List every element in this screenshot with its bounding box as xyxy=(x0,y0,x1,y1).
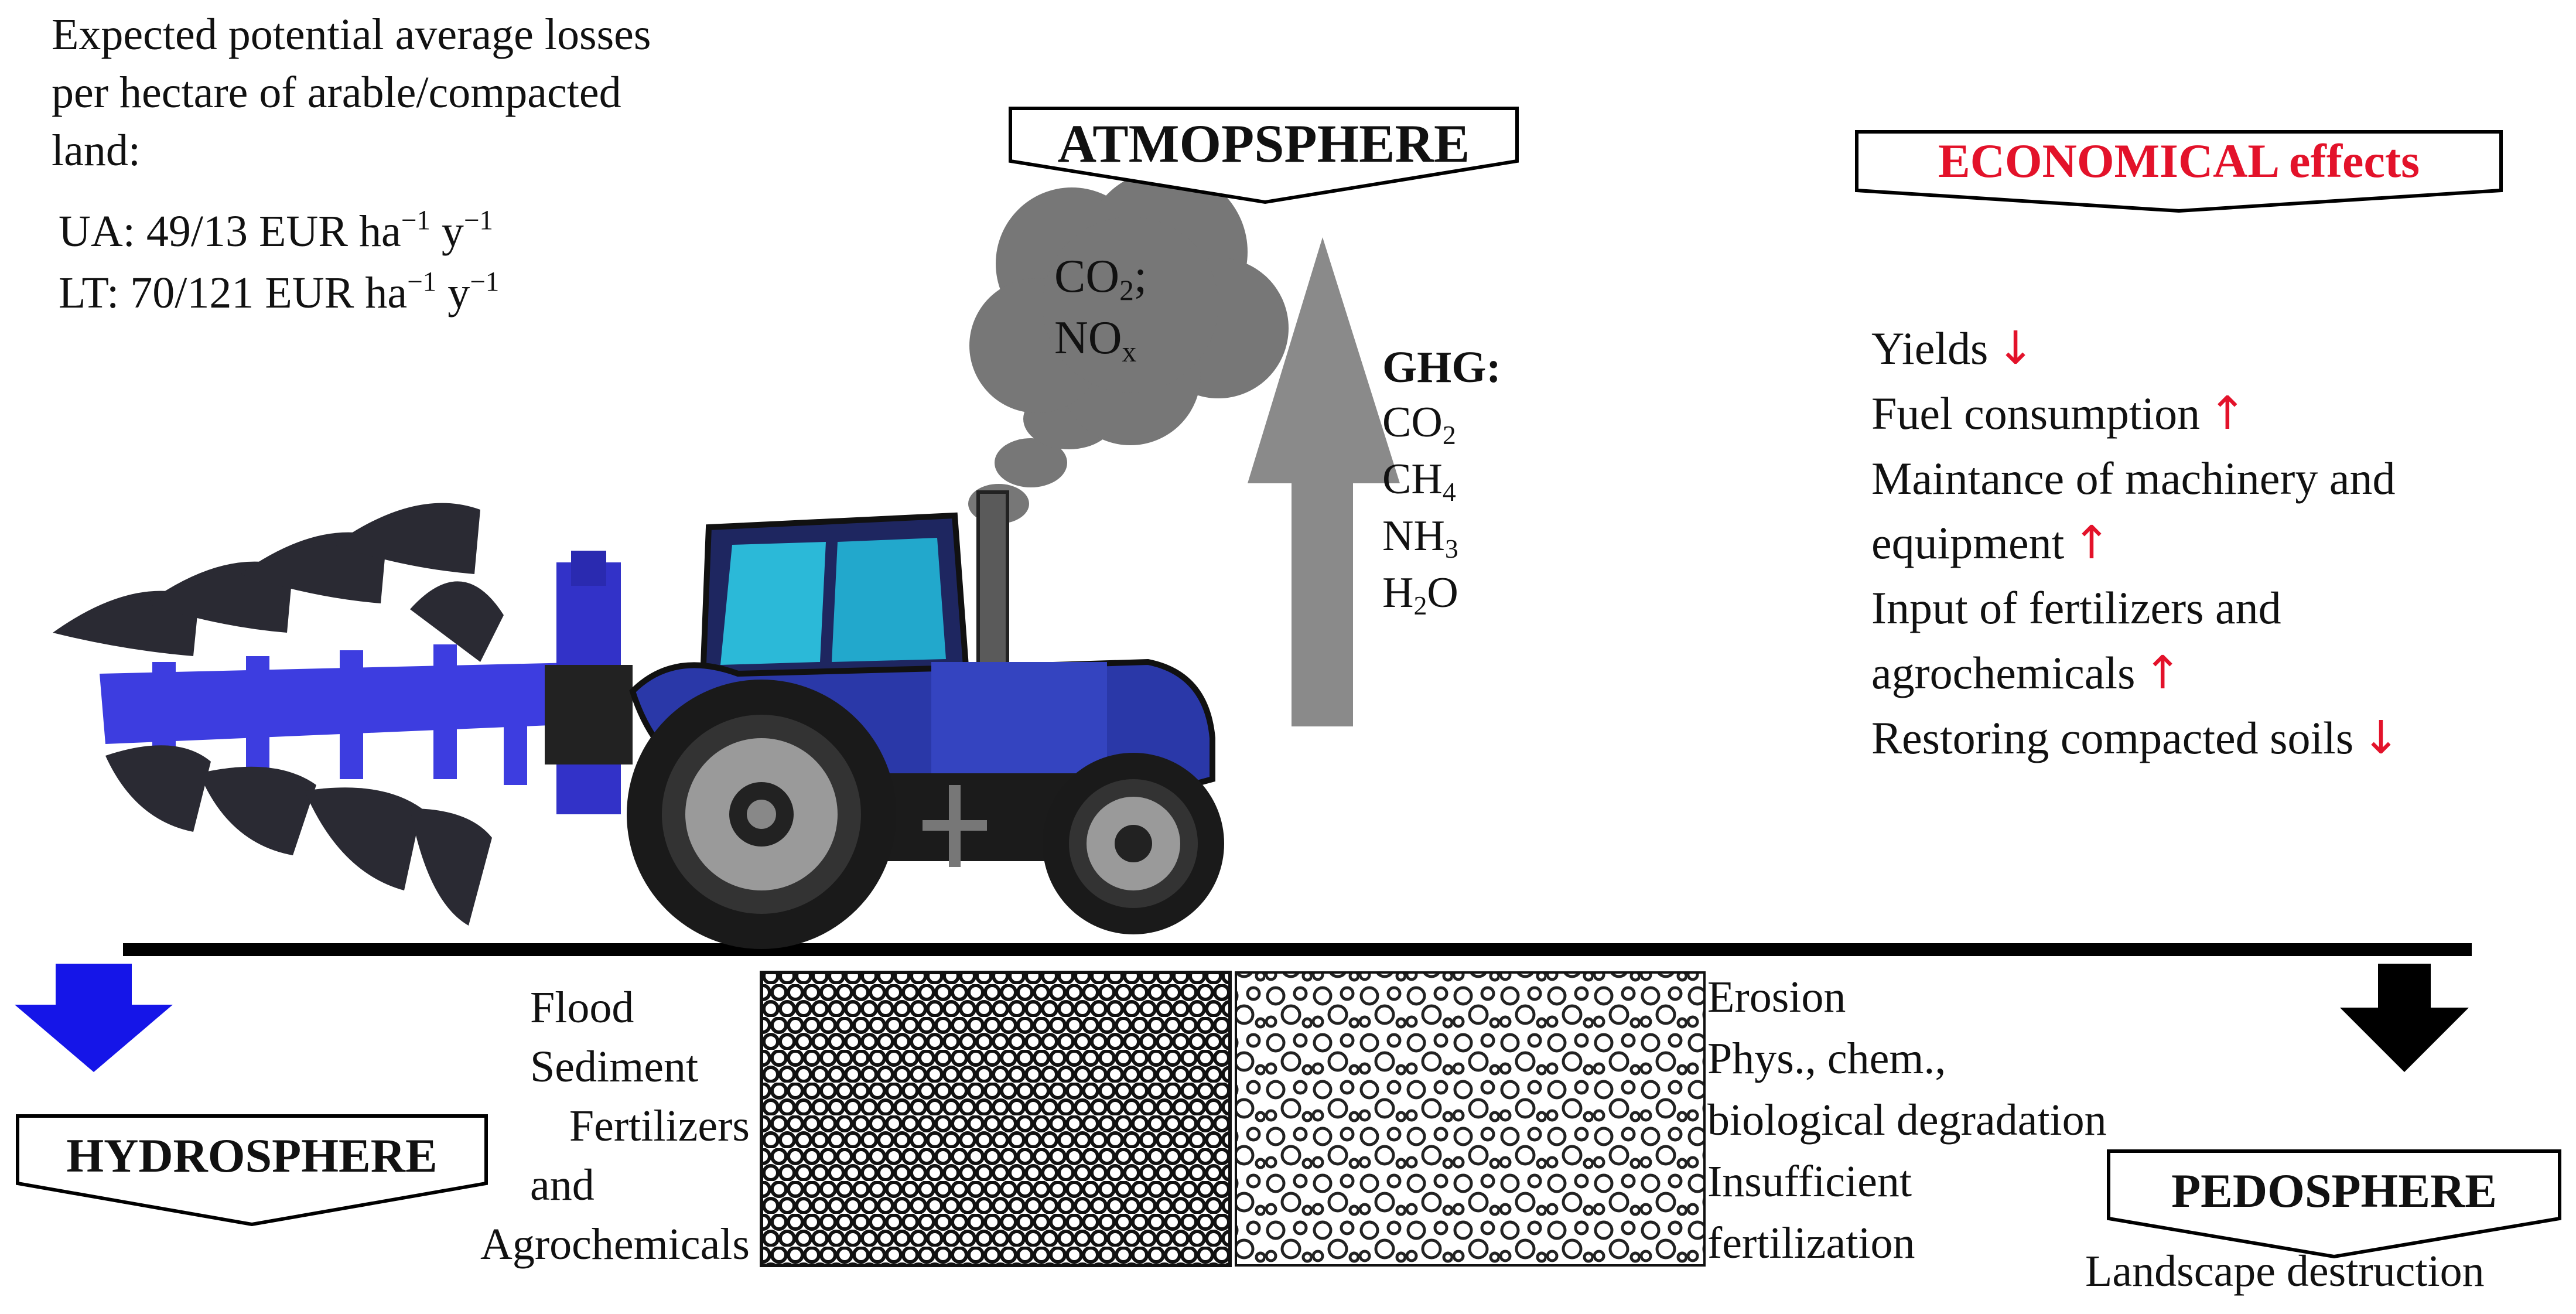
landscape-destruction-text: Landscape destruction xyxy=(2085,1247,2485,1296)
losses-heading: Expected potential average losses per he… xyxy=(52,6,651,179)
increase-arrow-icon: ↑ xyxy=(2072,517,2111,570)
hydrosphere-item: Agrochemicals xyxy=(480,1220,750,1269)
economical-effect-text: equipment xyxy=(1871,517,2065,569)
economical-effect-text: Yields xyxy=(1871,323,1989,374)
ghg-gas-item: NH3 xyxy=(1382,509,1501,566)
ghg-gas-tail: O xyxy=(1427,569,1458,617)
increase-arrow-icon: ↑ xyxy=(2208,387,2247,440)
decrease-arrow-icon: ↓ xyxy=(1996,322,2035,375)
economical-effect-item: Maintance of machinery and equipment↑ xyxy=(1871,446,2400,576)
cloud-co2-text: CO2; xyxy=(1054,246,1147,309)
economical-effect-text: Restoring compacted soils xyxy=(1871,712,2354,763)
pedosphere-item: Erosion xyxy=(1707,972,1846,1022)
ghg-gas-sub: 3 xyxy=(1444,534,1458,564)
economical-effect-text: Fuel consumption xyxy=(1871,387,2201,439)
economical-effects-list: Yields↓Fuel consumption↑Maintance of mac… xyxy=(1871,316,2400,770)
ghg-gas-item: H2O xyxy=(1382,566,1501,623)
pedosphere-item: fertilization xyxy=(1707,1218,1915,1268)
losses-unit: y xyxy=(436,268,470,318)
losses-exponent: −1 xyxy=(407,267,437,298)
ghg-gas-base: CH xyxy=(1382,455,1443,504)
ghg-title: GHG: xyxy=(1382,343,1501,392)
losses-lt-text: LT: 70/121 EUR ha xyxy=(59,268,408,318)
soil-compacted-block xyxy=(760,971,1232,1267)
ghg-gas-base: H xyxy=(1382,569,1414,617)
pedosphere-item: Phys., chem., xyxy=(1707,1033,1946,1083)
economical-effect-line: Input of fertilizers and xyxy=(1871,576,2400,641)
ghg-arrow-icon xyxy=(1248,237,1400,726)
losses-exponent: −1 xyxy=(401,205,431,236)
economical-effect-line: Restoring compacted soils↓ xyxy=(1871,706,2400,771)
losses-exponent: −1 xyxy=(470,267,500,298)
economical-effect-text: Input of fertilizers and xyxy=(1871,582,2281,633)
ghg-gas-base: CO xyxy=(1382,398,1443,446)
cloud-nox-sub: x xyxy=(1122,335,1137,368)
hydrosphere-label: HYDROSPHERE xyxy=(66,1128,438,1182)
soil-loose-block xyxy=(1235,971,1706,1267)
ghg-gas-sub: 2 xyxy=(1413,591,1427,621)
cloud-nox-text: NOx xyxy=(1054,308,1136,371)
pedosphere-label: PEDOSPHERE xyxy=(2171,1163,2497,1217)
hydrosphere-label-frame xyxy=(16,1114,488,1227)
increase-arrow-icon: ↑ xyxy=(2143,646,2182,699)
ghg-gas-sub: 4 xyxy=(1442,476,1456,507)
emission-cloud xyxy=(969,170,1289,445)
hydrosphere-arrow-icon xyxy=(15,964,173,1072)
tractor-illustration xyxy=(627,490,1224,949)
economical-effect-item: Restoring compacted soils↓ xyxy=(1871,706,2400,771)
economical-effect-line: Yields↓ xyxy=(1871,316,2400,381)
hydrosphere-item: and xyxy=(530,1161,595,1210)
economical-effect-line: agrochemicals↑ xyxy=(1871,641,2400,706)
economical-effect-item: Input of fertilizers and agrochemicals↑ xyxy=(1871,576,2400,706)
ghg-gas-sub: 2 xyxy=(1442,419,1456,450)
ground-line xyxy=(123,943,2472,956)
losses-heading-line: Expected potential average losses xyxy=(52,10,651,59)
losses-ua-value: UA: 49/13 EUR ha−1 y−1 xyxy=(59,202,493,261)
economical-effect-text: Maintance of machinery and xyxy=(1871,452,2396,504)
economical-effect-line: Fuel consumption↑ xyxy=(1871,381,2400,446)
losses-lt-value: LT: 70/121 EUR ha−1 y−1 xyxy=(59,264,499,322)
ghg-gas-base: NH xyxy=(1382,512,1445,561)
pedosphere-item: biological degradation xyxy=(1707,1095,2107,1145)
losses-heading-line: land: xyxy=(52,125,141,175)
pedosphere-label-frame xyxy=(2107,1149,2561,1259)
losses-heading-line: per hectare of arable/compacted xyxy=(52,67,621,117)
losses-unit: y xyxy=(430,207,464,256)
atmosphere-label: ATMOPSPHERE xyxy=(1057,114,1470,173)
losses-exponent: −1 xyxy=(463,205,493,236)
cloud-co2-sub: 2 xyxy=(1119,274,1134,306)
hydrosphere-item: Fertilizers xyxy=(569,1101,750,1151)
ghg-gas-item: CH4 xyxy=(1382,452,1501,509)
economical-effect-line: Maintance of machinery and xyxy=(1871,446,2400,511)
economical-label-frame xyxy=(1855,130,2503,213)
economical-effect-item: Yields↓ xyxy=(1871,316,2400,381)
hydrosphere-item: Flood xyxy=(530,983,634,1032)
losses-ua-text: UA: 49/13 EUR ha xyxy=(59,207,401,256)
plough-illustration xyxy=(53,503,633,926)
economical-label: ECONOMICAL effects xyxy=(1938,134,2420,187)
cloud-co2-base: CO xyxy=(1054,251,1120,302)
economical-effect-text: agrochemicals xyxy=(1871,647,2136,698)
economical-effect-line: equipment↑ xyxy=(1871,511,2400,576)
cloud-nox-base: NO xyxy=(1054,312,1122,364)
economical-effect-item: Fuel consumption↑ xyxy=(1871,381,2400,446)
pedosphere-arrow-icon xyxy=(2340,964,2469,1072)
cloud-co2-tail: ; xyxy=(1133,251,1147,302)
pedosphere-item: Insufficient xyxy=(1707,1156,1912,1206)
atmosphere-label-frame xyxy=(1009,107,1519,204)
decrease-arrow-icon: ↓ xyxy=(2362,711,2400,764)
ghg-gas-item: CO2 xyxy=(1382,395,1501,452)
hydrosphere-item: Sediment xyxy=(530,1042,699,1092)
